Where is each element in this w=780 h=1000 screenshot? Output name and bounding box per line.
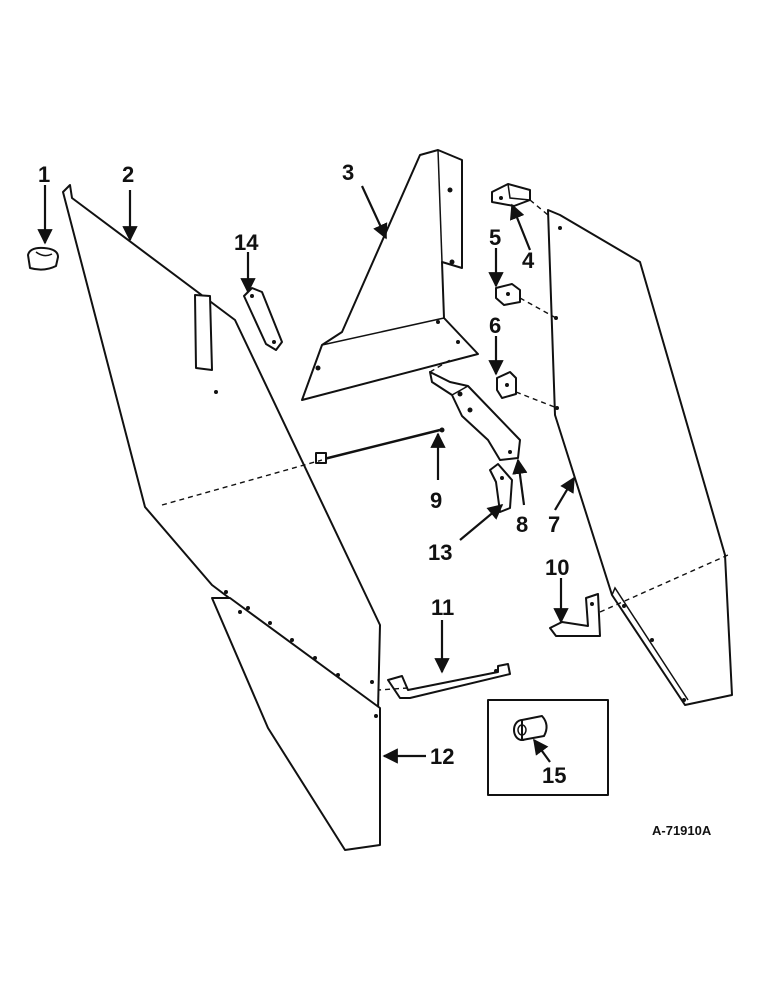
part-2-left-panel [62, 184, 381, 711]
callout-14: 14 [234, 230, 259, 255]
part-3-top-bracket [301, 149, 479, 401]
part-11-rod [387, 663, 511, 699]
callout-9: 9 [430, 488, 442, 513]
part-5-angle [495, 283, 521, 306]
callout-12: 12 [430, 744, 454, 769]
callout-13: 13 [428, 540, 452, 565]
callout-8: 8 [516, 512, 528, 537]
part-14-strap [243, 287, 283, 351]
reference-code: A-71910A [652, 823, 712, 838]
callout-labels: 1 2 3 4 5 6 7 8 9 10 11 12 13 14 15 [38, 160, 569, 788]
callout-3: 3 [342, 160, 354, 185]
callout-4: 4 [522, 248, 535, 273]
part-13-bracket [489, 463, 513, 513]
callout-15: 15 [542, 763, 566, 788]
part-8-bar-bracket [429, 371, 521, 461]
part-10-bracket [549, 593, 601, 637]
part-12-lower-panel [211, 597, 381, 851]
callout-10: 10 [545, 555, 569, 580]
callout-11: 11 [431, 595, 454, 620]
part-4-bracket [491, 183, 531, 207]
part-9-rod [315, 427, 445, 464]
callout-2: 2 [122, 162, 134, 187]
callout-5: 5 [489, 225, 501, 250]
part-7-right-panel [547, 209, 733, 706]
callout-7: 7 [548, 512, 560, 537]
callout-6: 6 [489, 313, 501, 338]
callout-1: 1 [38, 162, 50, 187]
callout-leaders [37, 185, 575, 764]
part-15-bushing [487, 699, 609, 796]
assembly-lines [161, 199, 729, 691]
part-1-clamp [27, 246, 59, 271]
part-6-angle [496, 371, 517, 399]
